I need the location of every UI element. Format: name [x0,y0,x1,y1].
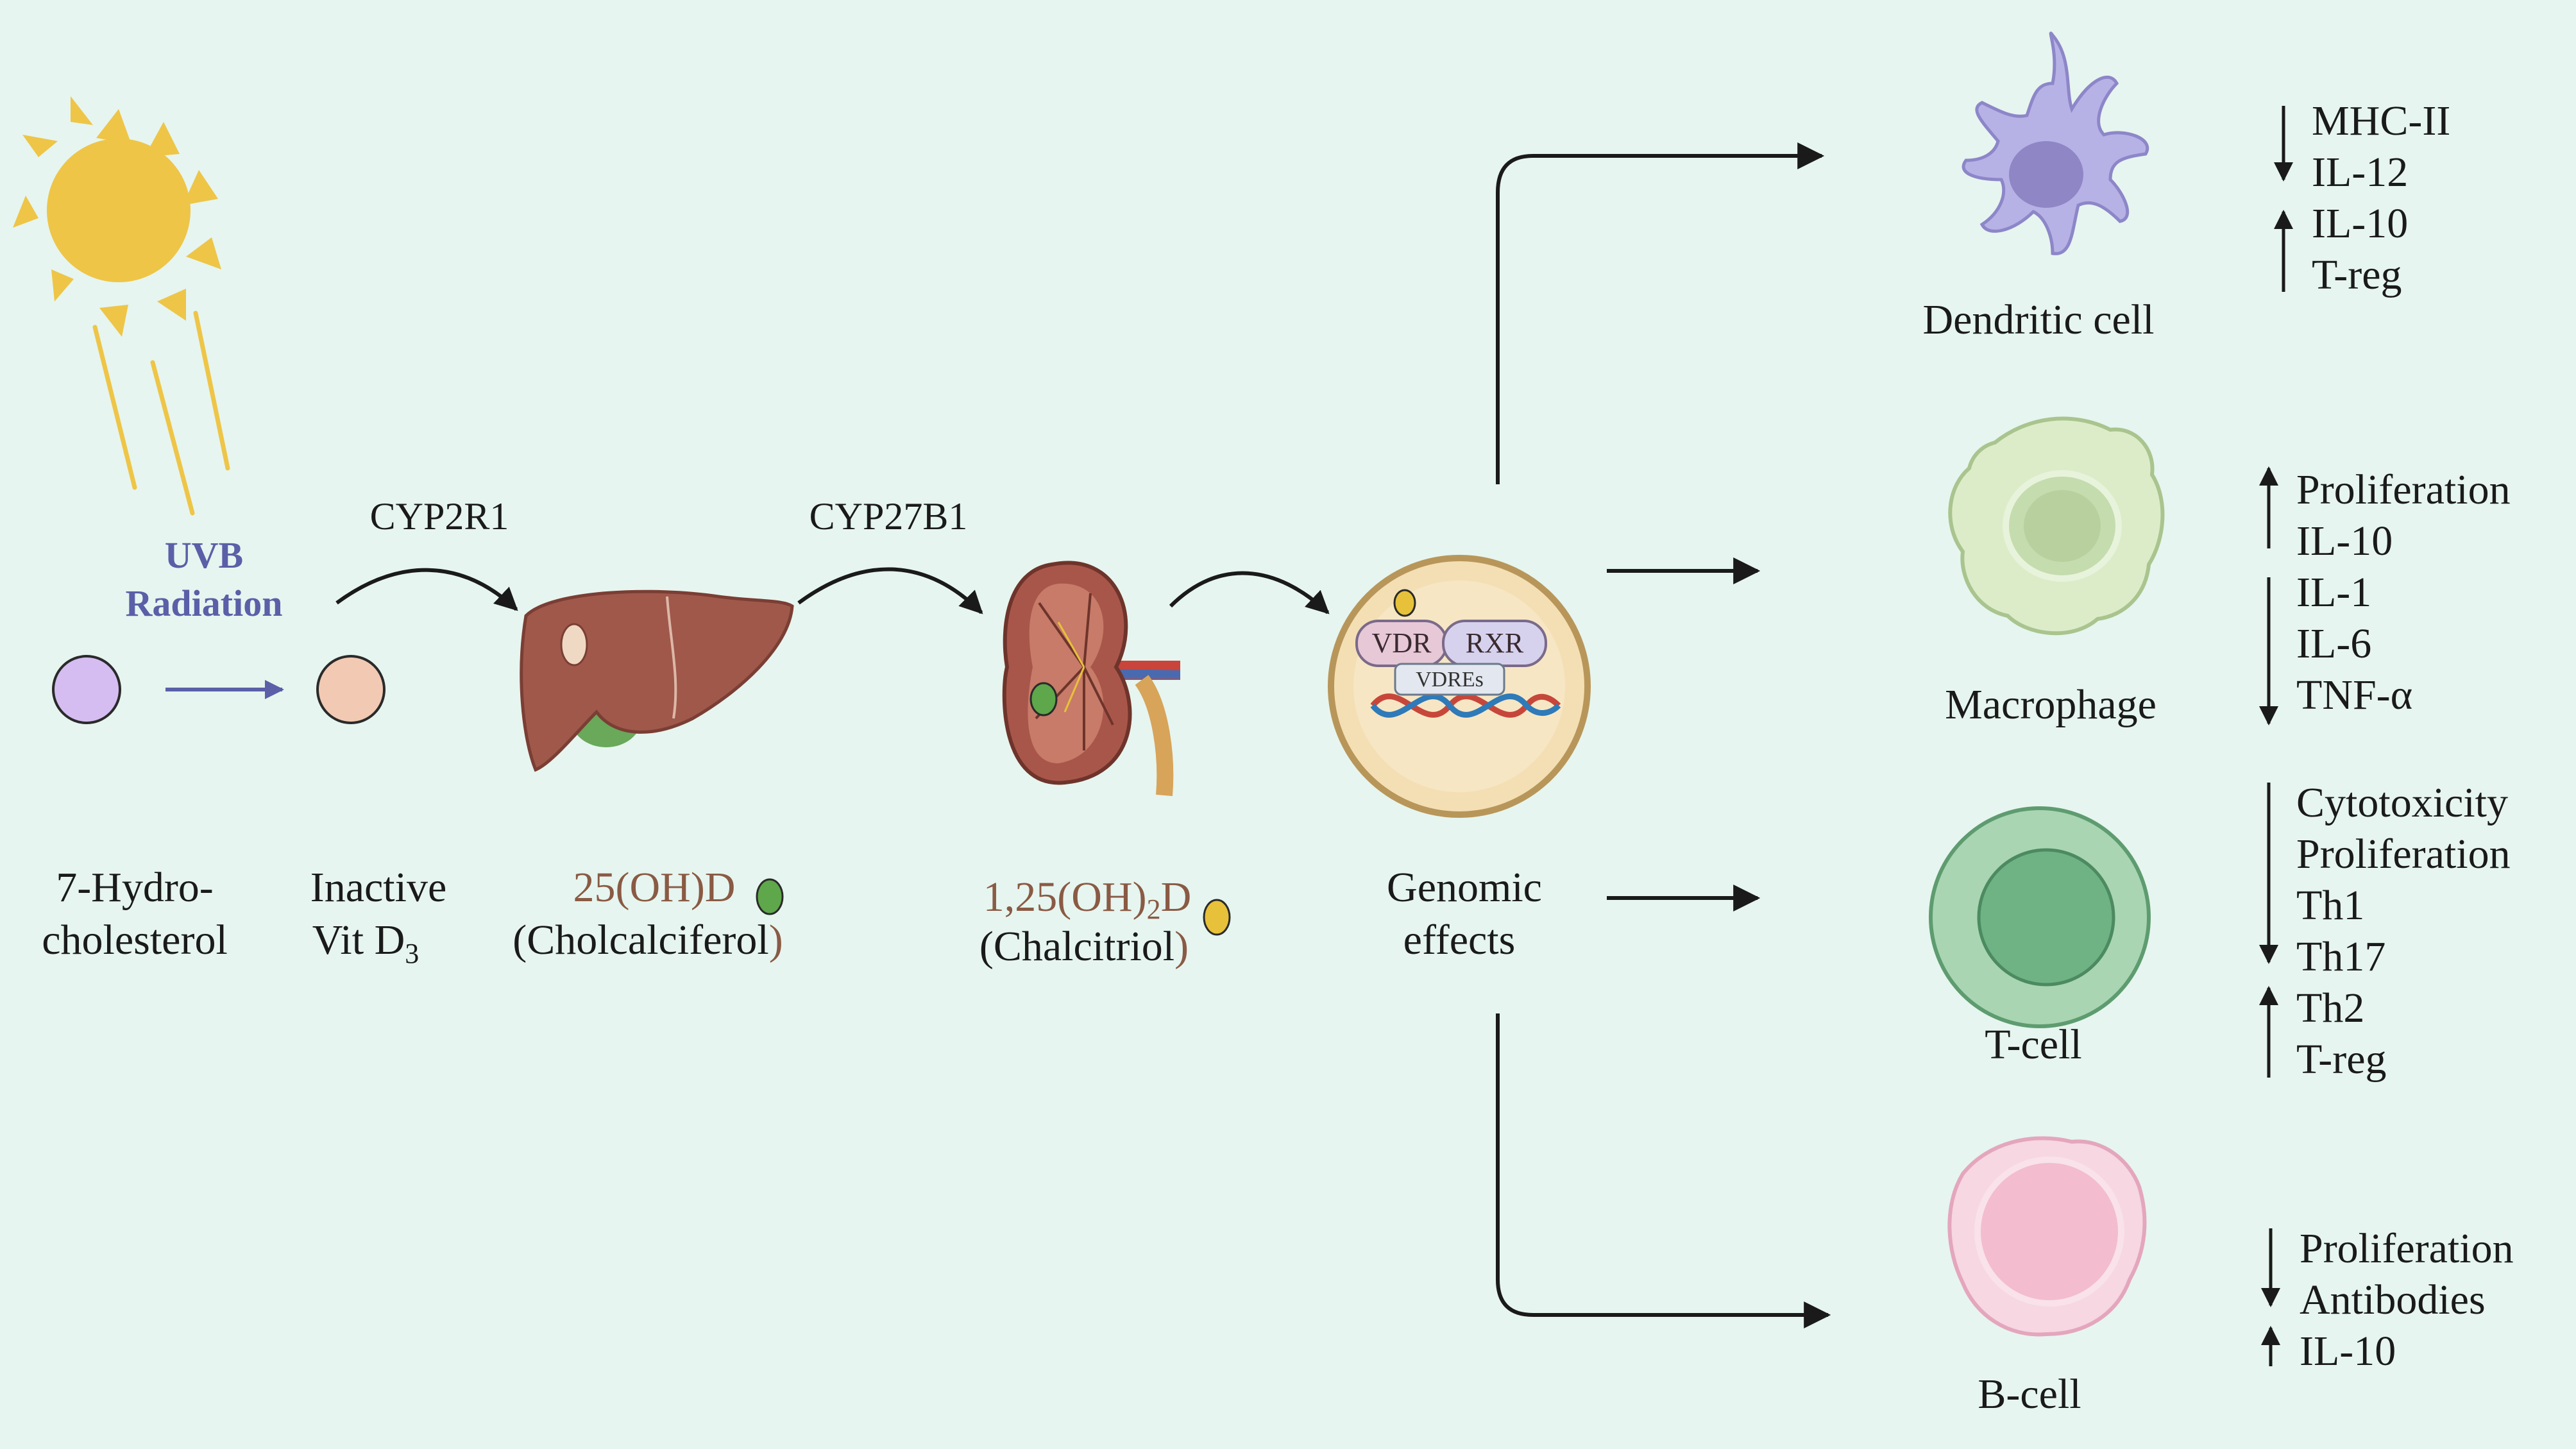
precursor-label-line2: cholesterol [42,917,228,963]
tc-effect-6: T-reg [2296,1036,2387,1083]
cyp2r1-arrow [335,568,518,611]
nucleus-icon [1328,555,1591,818]
vdre-box [1394,663,1505,696]
bc-effect-2: Antibodies [2300,1276,2486,1323]
mac-effect-5: TNF-α [2296,672,2412,718]
calcidiol-molecule-icon [756,878,784,915]
liver-icon [520,589,794,772]
calcitriol-label-line1: 1,25(OH)2D [983,874,1191,925]
dc-effect-1: MHC-II [2312,97,2450,144]
arrow-to-bcell [1496,1013,1831,1328]
precursor-molecule-icon [52,655,121,724]
macrophage-icon [1948,416,2165,636]
uv-rays [92,310,230,516]
vdre-label: VDREs [1416,668,1484,691]
dendritic-cell-label: Dendritic cell [1922,296,2154,343]
inactive-vitd-molecule-icon [316,655,386,724]
dc-effect-4: T-reg [2312,251,2402,298]
b-cell-effects-list: Proliferation Antibodies IL-10 [2261,1225,2514,1375]
t-cell-icon [1929,806,2151,1028]
uvb-label-line1: UVB [165,534,243,576]
tc-effect-5: Th2 [2296,985,2364,1031]
t-cell-effects-list: Cytotoxicity Proliferation Th1 Th17 Th2 … [2259,779,2511,1083]
tc-effect-2: Proliferation [2296,831,2511,877]
t-cell-label: T-cell [1985,1021,2082,1068]
calcidiol-label-line1: 25(OH)D [573,864,736,911]
calcitriol-to-nucleus-arrow [1169,571,1330,614]
mac-effect-3: IL-1 [2296,569,2371,616]
mac-effect-2: IL-10 [2296,518,2393,564]
enzyme-cyp27b1-label: CYP27B1 [809,495,968,538]
tc-effect-3: Th1 [2296,882,2364,929]
genomic-label-line2: effects [1403,917,1516,963]
genomic-label-line1: Genomic [1387,864,1542,911]
bc-effect-3: IL-10 [2300,1328,2396,1375]
calcitriol-molecule-icon [1203,899,1231,936]
vdr-label: VDR [1372,627,1432,659]
tc-effect-4: Th17 [2296,933,2385,980]
arrow-to-dendritic [1496,142,1825,484]
inactive-label-line1: Inactive [310,864,447,911]
bc-effect-1: Proliferation [2300,1225,2514,1272]
macrophage-effects-list: Proliferation IL-10 IL-1 IL-6 TNF-α [2259,466,2511,725]
b-cell-icon [1947,1136,2147,1337]
macrophage-label: Macrophage [1945,681,2157,728]
calcidiol-label-line2: (Cholcalciferol) [513,917,783,963]
dc-effect-3: IL-10 [2312,200,2408,247]
mac-effect-1: Proliferation [2296,466,2511,513]
sun-icon [13,96,221,337]
enzyme-cyp2r1-label: CYP2R1 [370,495,509,538]
kidney-icon [1002,561,1180,797]
precursor-label-line1: 7-Hydro- [56,864,214,911]
dendritic-effects-list: MHC-II IL-12 IL-10 T-reg [2274,97,2450,298]
inactive-label-line2: Vit D3 [312,917,419,969]
mac-effect-4: IL-6 [2296,620,2371,667]
cyp27b1-arrow [797,567,983,614]
b-cell-label: B-cell [1978,1371,2081,1418]
branch-arrows [1496,142,1831,1328]
rxr-label: RXR [1466,627,1524,659]
calcitriol-label-line2: (Chalcitriol) [979,923,1189,970]
uvb-label-line2: Radiation [126,582,283,624]
dc-effect-2: IL-12 [2312,149,2408,196]
tc-effect-1: Cytotoxicity [2296,779,2508,826]
dendritic-cell-icon [1962,31,2149,255]
